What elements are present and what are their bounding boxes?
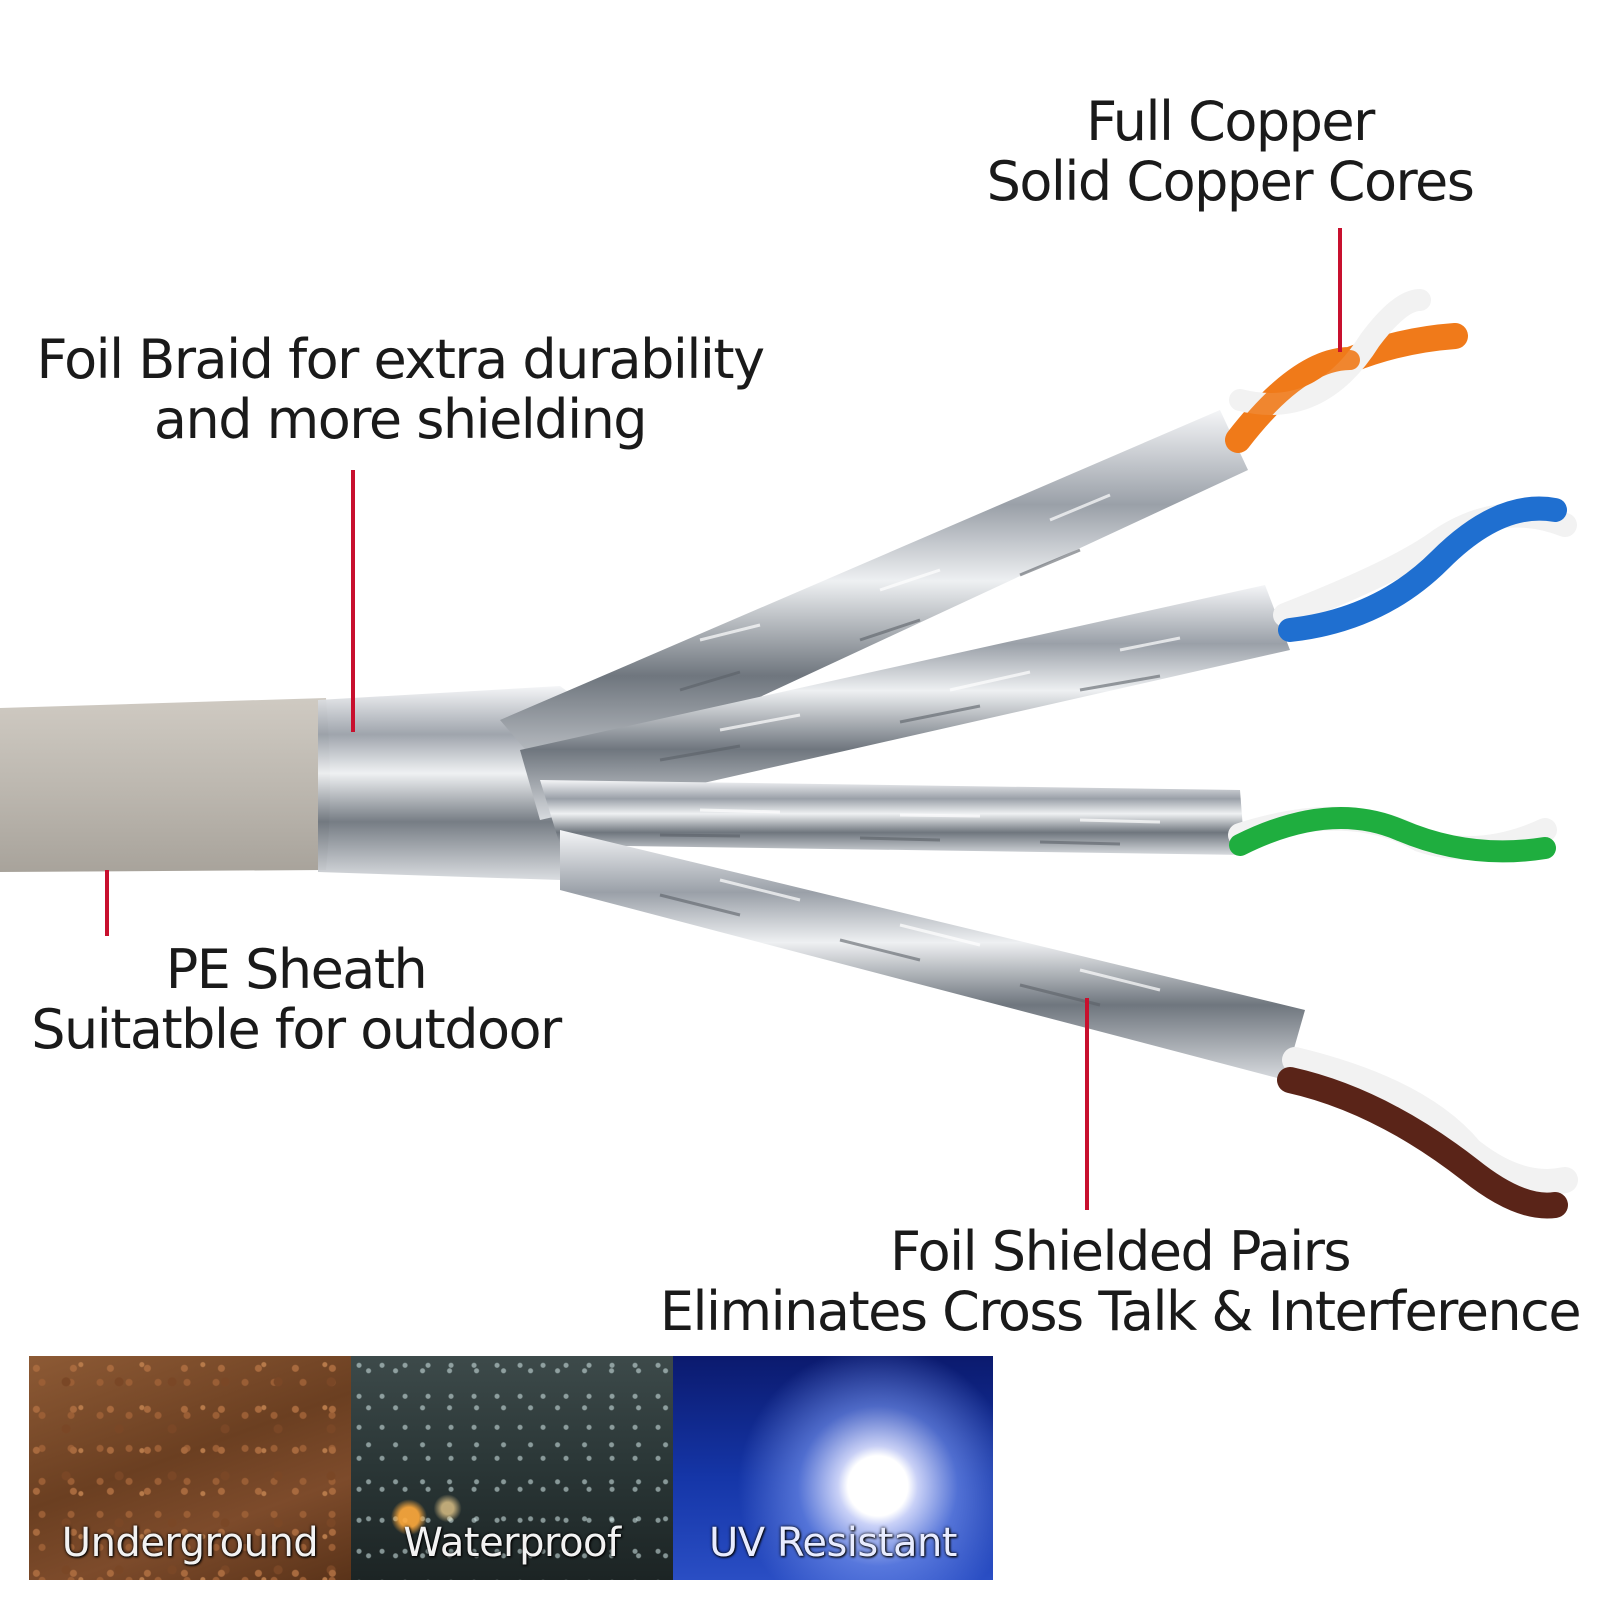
copper-callout-line2: Solid Copper Cores xyxy=(986,150,1475,213)
pe-sheath xyxy=(0,698,330,872)
foil-pair-orange xyxy=(500,410,1248,790)
underground-label: Underground xyxy=(61,1520,319,1566)
foil-pair-green xyxy=(540,780,1245,855)
sheath-pointer xyxy=(105,870,109,936)
braid-callout: Foil Braid for extra durability and more… xyxy=(30,330,770,450)
pairs-pointer xyxy=(1085,998,1089,1210)
pairs-callout-line2: Eliminates Cross Talk & Interference xyxy=(659,1280,1582,1343)
foil-pair-blue xyxy=(520,585,1290,820)
pairs-callout-line1: Foil Shielded Pairs xyxy=(889,1220,1352,1283)
sheath-callout-line1: PE Sheath xyxy=(165,938,428,1001)
sheath-callout-line2: Suitatble for outdoor xyxy=(31,998,562,1061)
copper-callout: Full Copper Solid Copper Cores xyxy=(960,92,1500,212)
uv-resistant-label: UV Resistant xyxy=(709,1520,957,1566)
copper-callout-line1: Full Copper xyxy=(1086,90,1375,153)
waterproof-tile: Waterproof xyxy=(351,1356,673,1580)
braid-callout-line1: Foil Braid for extra durability xyxy=(36,328,765,391)
foil-pair-brown xyxy=(560,830,1305,1080)
underground-tile: Underground xyxy=(29,1356,351,1580)
uv-resistant-tile: UV Resistant xyxy=(673,1356,993,1580)
braid-pointer xyxy=(351,470,355,732)
sheath-callout: PE Sheath Suitatble for outdoor xyxy=(16,940,576,1060)
waterproof-label: Waterproof xyxy=(403,1520,621,1566)
braid-callout-line2: and more shielding xyxy=(153,388,648,451)
pairs-callout: Foil Shielded Pairs Eliminates Cross Tal… xyxy=(650,1222,1590,1342)
copper-pointer xyxy=(1338,228,1342,352)
